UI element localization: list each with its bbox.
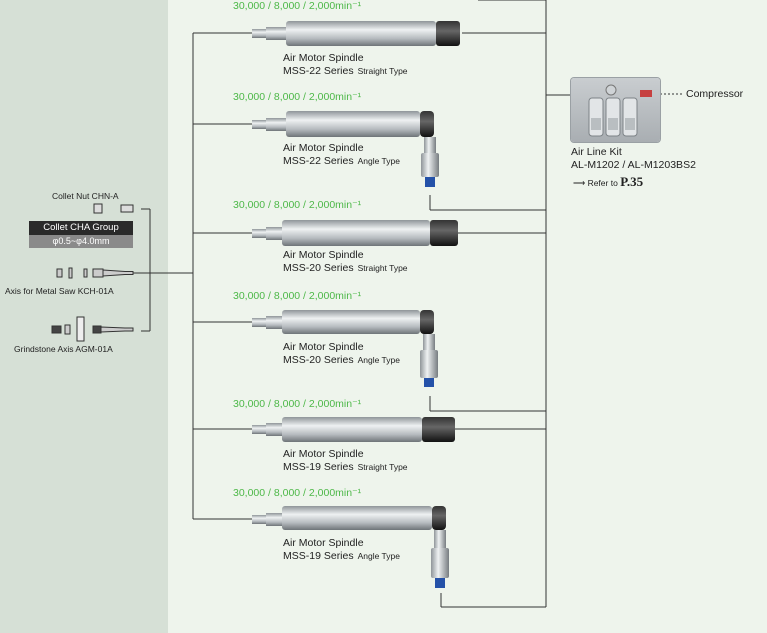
spindle-mss19-straight xyxy=(252,417,455,442)
spindle-4-speed: 30,000 / 8,000 / 2,000min⁻¹ xyxy=(233,290,362,302)
spindle-5-name: Air Motor Spindle xyxy=(283,448,364,460)
spindle-4-series: MSS-20 Series xyxy=(283,354,354,366)
spindle-1-series: MSS-22 Series xyxy=(283,65,354,77)
air-line-kit-models: AL-M1202 / AL-M1203BS2 xyxy=(571,159,696,171)
spindle-6-series: MSS-19 Series xyxy=(283,550,354,562)
spindle-2-speed: 30,000 / 8,000 / 2,000min⁻¹ xyxy=(233,91,362,103)
spindle-3-name: Air Motor Spindle xyxy=(283,249,364,261)
spindle-3-speed: 30,000 / 8,000 / 2,000min⁻¹ xyxy=(233,199,362,211)
collet-nut-label: Collet Nut CHN-A xyxy=(52,191,119,201)
spindle-3-type: Straight Type xyxy=(357,263,408,273)
spindle-3-series: MSS-20 Series xyxy=(283,262,354,274)
metal-saw-label: Axis for Metal Saw KCH-01A xyxy=(5,286,114,296)
compressor-label: Compressor xyxy=(686,88,744,100)
spindle-1-speed: 30,000 / 8,000 / 2,000min⁻¹ xyxy=(233,0,362,12)
spindle-6-type: Angle Type xyxy=(357,551,400,561)
spindle-6-name: Air Motor Spindle xyxy=(283,537,364,549)
grindstone-label: Grindstone Axis AGM-01A xyxy=(14,344,113,354)
arrow-right-icon: ⟶ xyxy=(573,178,586,188)
collet-nut-icons xyxy=(93,203,134,214)
spindle-mss20-straight xyxy=(252,220,458,246)
air-kit-units-overlay xyxy=(588,84,652,137)
spindle-4-name: Air Motor Spindle xyxy=(283,341,364,353)
spindle-1-type: Straight Type xyxy=(357,66,408,76)
spindle-2-type: Angle Type xyxy=(357,156,400,166)
spindle-5-speed: 30,000 / 8,000 / 2,000min⁻¹ xyxy=(233,398,362,410)
spindle-5-type: Straight Type xyxy=(357,462,408,472)
spindle-5-series: MSS-19 Series xyxy=(283,461,354,473)
air-line-kit-title: Air Line Kit xyxy=(571,146,622,158)
grindstone-axis-icons xyxy=(51,316,134,342)
refer-prefix: Refer to xyxy=(587,178,618,188)
spindle-mss22-straight xyxy=(252,21,460,46)
refer-link[interactable]: ⟶ Refer to P.35 xyxy=(573,174,643,190)
cha-group-range: φ0.5~φ4.0mm xyxy=(29,235,133,248)
refer-page: P.35 xyxy=(620,174,644,189)
spindle-6-speed: 30,000 / 8,000 / 2,000min⁻¹ xyxy=(233,487,362,499)
spindle-2-name: Air Motor Spindle xyxy=(283,142,364,154)
spindle-1-name: Air Motor Spindle xyxy=(283,52,364,64)
spindle-mss22-angle xyxy=(252,111,439,187)
spindle-mss19-angle xyxy=(252,506,449,588)
spindle-2-series: MSS-22 Series xyxy=(283,155,354,167)
metal-saw-axis-icons xyxy=(56,267,134,279)
cha-group-box: Collet CHA Group φ0.5~φ4.0mm xyxy=(29,221,133,249)
spindle-4-type: Angle Type xyxy=(357,355,400,365)
cha-group-title: Collet CHA Group xyxy=(29,221,133,235)
spindle-mss20-angle xyxy=(252,310,438,387)
air-line-kit-caption: Air Line Kit AL-M1202 / AL-M1203BS2 xyxy=(571,146,696,172)
